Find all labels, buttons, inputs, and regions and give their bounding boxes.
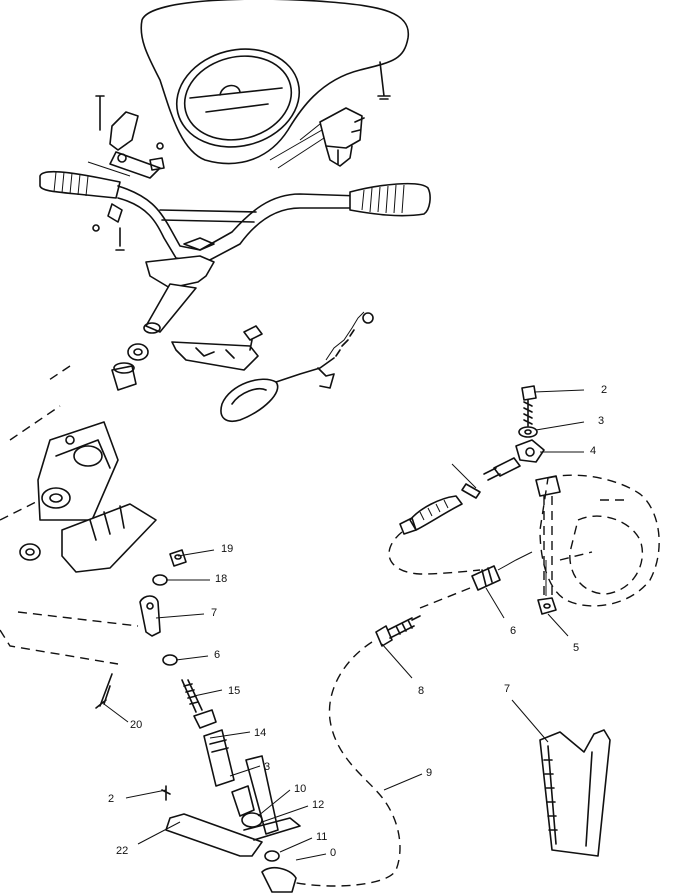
callout-7-left: 7: [211, 607, 217, 619]
steering-post: [111, 237, 215, 391]
callout-15: 15: [228, 685, 240, 697]
tie-rod-hardware: [483, 385, 545, 481]
callout-13: 3: [264, 761, 270, 773]
callout-2: 2: [601, 384, 607, 396]
handlebar: [39, 170, 431, 263]
callout-21: 2: [108, 793, 114, 805]
callout-11: 11: [316, 831, 327, 843]
upper-cable: [388, 463, 481, 575]
callout-9: 9: [426, 767, 432, 779]
callout-8: 8: [418, 685, 424, 697]
mounting-plate: [171, 325, 263, 371]
callout-7-right: 7: [504, 683, 510, 695]
lower-linkage: [95, 549, 301, 893]
callout-labels: 2 3 4 5 6 8 9 7 19 18 7 6 15 20 14 3 10 …: [108, 384, 607, 859]
callout-4: 4: [590, 445, 596, 457]
switch-housing: [269, 107, 365, 169]
callout-19: 19: [221, 543, 233, 555]
callout-10-upper: 10: [294, 783, 306, 795]
brake-lever-bracket: [87, 95, 165, 179]
callout-10-lower: 0: [330, 847, 336, 859]
callout-20: 20: [130, 719, 142, 731]
linkage-outline: [0, 611, 139, 665]
nut: [537, 560, 557, 615]
housing-outline: [535, 474, 660, 607]
leader-lines: [103, 389, 585, 861]
callout-22: 22: [116, 845, 128, 857]
steering-support: [0, 365, 157, 573]
callout-5: 5: [573, 642, 579, 654]
callout-6-right: 6: [510, 625, 516, 637]
callout-12: 12: [312, 799, 324, 811]
callout-18: 18: [215, 573, 227, 585]
cable-bracket: [539, 729, 611, 857]
headlight-pod: [140, 0, 410, 165]
callout-3: 3: [598, 415, 604, 427]
cable-adjuster: [291, 551, 533, 887]
callout-14: 14: [254, 727, 266, 739]
tether-lanyard: [220, 311, 374, 422]
callout-6-left: 6: [214, 649, 220, 661]
